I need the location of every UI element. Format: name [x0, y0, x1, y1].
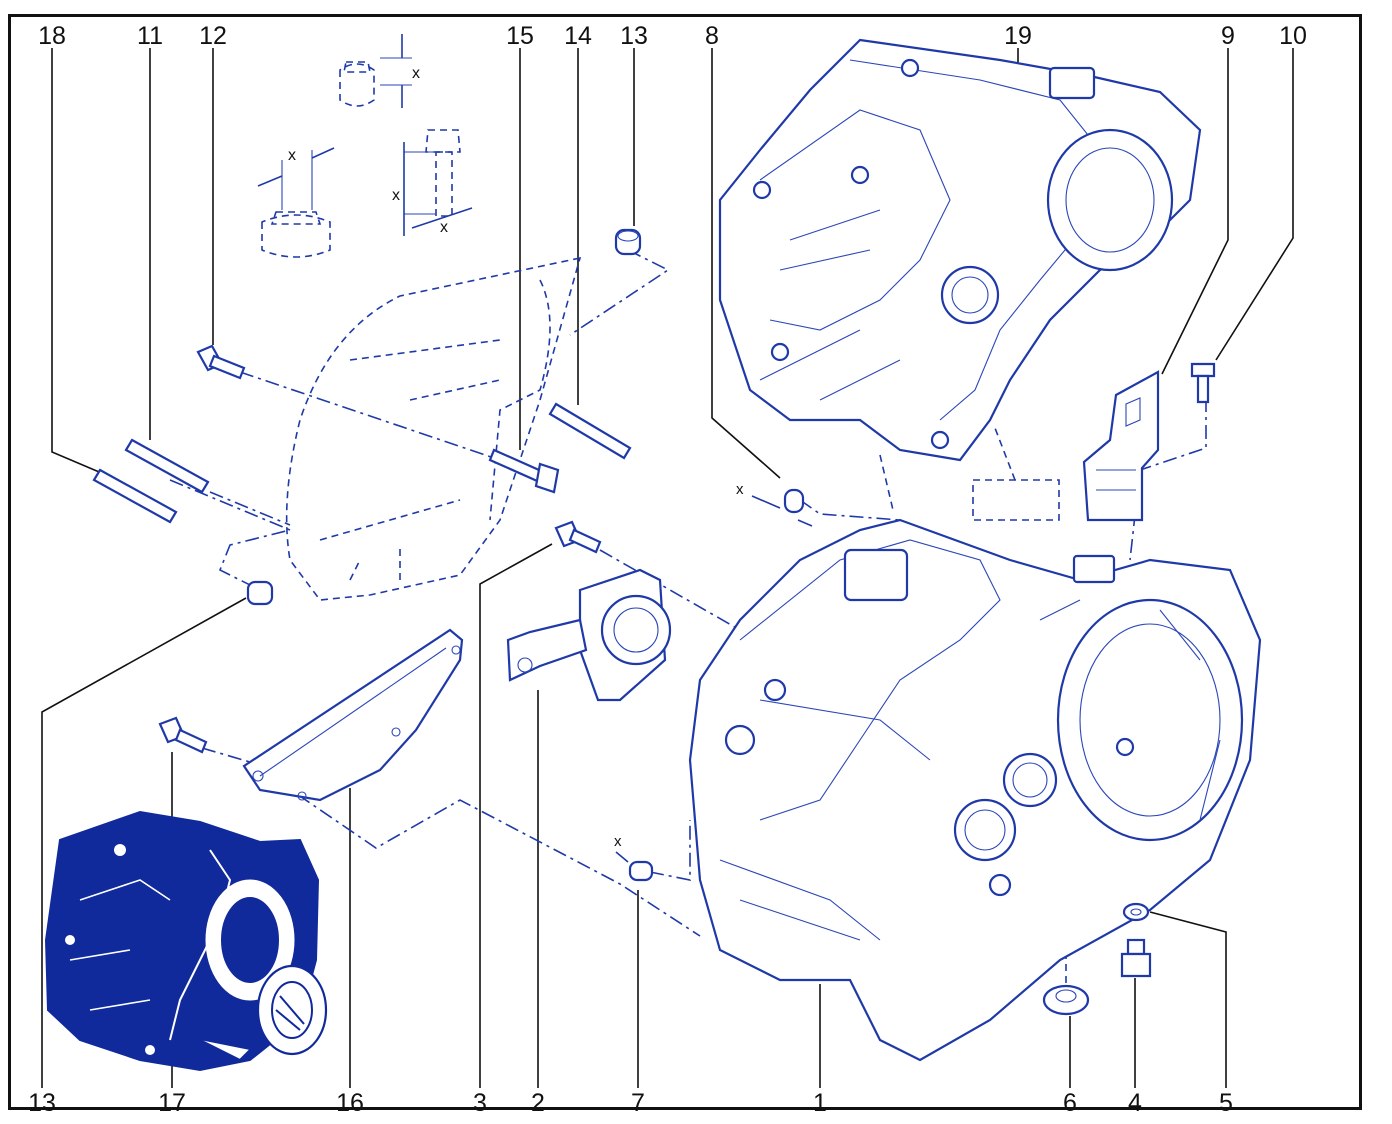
callout-13-bottom: 13 — [28, 1089, 56, 1117]
callout-3: 3 — [473, 1089, 487, 1117]
stud-18 — [92, 468, 178, 524]
dimension-detail-bolt: x x — [392, 129, 473, 236]
reference-box — [972, 479, 1060, 521]
callout-15: 15 — [506, 22, 534, 50]
dimension-x-label-3: x — [392, 187, 400, 204]
callout-19: 19 — [1004, 22, 1032, 50]
dimension-x-label-5: x — [736, 481, 744, 498]
dimension-x-label-2: x — [288, 147, 296, 164]
bolt-3 — [554, 520, 602, 554]
bolt-15 — [488, 448, 560, 494]
drain-plug-4 — [1120, 938, 1152, 978]
callout-16: 16 — [336, 1089, 364, 1117]
dimension-x-label-6: x — [614, 833, 622, 850]
callout-7: 7 — [631, 1089, 645, 1117]
callout-12: 12 — [199, 22, 227, 50]
diagram-frame — [8, 14, 1362, 1110]
callout-11: 11 — [137, 22, 163, 50]
callout-10: 10 — [1279, 22, 1307, 50]
stud-11 — [124, 438, 210, 494]
stud-14 — [548, 402, 632, 460]
callout-1: 1 — [813, 1089, 827, 1117]
dimension-x-label-4: x — [440, 219, 448, 236]
assembled-gearbox-thumbnail — [44, 810, 328, 1072]
housing-cover-19 — [718, 38, 1202, 462]
bolt-17 — [158, 716, 208, 754]
main-housing-1 — [688, 518, 1262, 1062]
callout-5: 5 — [1219, 1089, 1233, 1117]
callout-2: 2 — [531, 1089, 545, 1117]
callout-4: 4 — [1128, 1089, 1142, 1117]
cover-plate-16 — [242, 628, 464, 802]
dowel-pin-7: x — [614, 833, 654, 882]
callout-9: 9 — [1221, 22, 1235, 50]
nut-13-bottom — [246, 580, 274, 606]
dimension-x-label-1: x — [412, 65, 420, 82]
bolt-10 — [1190, 362, 1216, 404]
clutch-slave-cylinder-2 — [506, 568, 672, 702]
callout-6: 6 — [1063, 1089, 1077, 1117]
callout-18-top: 18 — [38, 22, 66, 50]
phantom-bracket-outline — [285, 256, 582, 601]
bolt-12 — [196, 344, 246, 380]
washer-5 — [1122, 902, 1150, 922]
callout-14: 14 — [564, 22, 592, 50]
callout-8: 8 — [705, 22, 719, 50]
dimension-detail-cap: x — [339, 34, 420, 108]
dowel-pin-8: x — [736, 481, 813, 527]
callout-17: 17 — [158, 1089, 186, 1117]
seal-ring-6 — [1042, 984, 1090, 1016]
dimension-detail-nut: x — [257, 147, 335, 258]
bracket-9 — [1082, 370, 1160, 522]
callout-13-top: 13 — [620, 22, 648, 50]
nut-13-top — [614, 228, 642, 256]
